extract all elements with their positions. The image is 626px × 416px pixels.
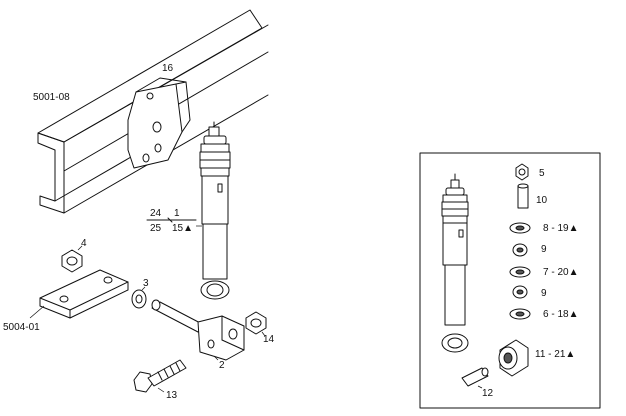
label-bolt: 13 [166,390,178,401]
label-nut-right: 14 [263,334,275,345]
washer [131,286,147,309]
nut-right [245,311,267,337]
inset-bush-b [512,285,528,299]
spring-plate [29,269,129,319]
inset-washer-c [509,308,531,320]
lower-stud-bracket [151,299,245,361]
label-inset-washer-a: 8 - 19▲ [543,223,578,234]
label-inset-washer-b: 7 - 20▲ [543,267,578,278]
nut-left [61,245,83,273]
inset-box [419,152,601,409]
fraction-bottom-left: 25 [150,223,162,234]
inset-nut [515,163,529,181]
label-nut-left: 4 [81,238,87,249]
label-inset-sleeve: 12 [482,388,494,399]
label-inset-spacer: 10 [536,195,548,206]
label-inset-nut: 5 [539,168,545,179]
inset-shock-absorber [441,173,469,353]
inset-sleeve [461,367,489,389]
label-inset-washer-c: 6 - 18▲ [543,309,578,320]
fraction-top-right: 1 [174,208,180,219]
label-inset-bush-large: 11 - 21▲ [535,349,575,360]
inset-bush-a [512,243,528,257]
inset-washer-a [509,222,531,234]
fraction-top-left: 24 [150,208,162,219]
label-washer: 3 [143,278,149,289]
shock-absorber [199,121,231,300]
hex-bolt [133,359,187,393]
label-frame: 5001-08 [33,92,70,103]
inset-washer-b [509,266,531,278]
label-plate: 5004-01 [3,322,40,333]
ratio-callout: 24 1 25 15▲ [146,208,202,234]
inset-spacer [517,183,529,209]
inset-bush-large [498,339,529,377]
fraction-bottom-right: 15▲ [172,223,193,234]
label-inset-bush-a: 9 [541,244,547,255]
label-inset-bush-b: 9 [541,288,547,299]
upper-mount-bracket [127,77,191,169]
label-lower-bracket: 2 [219,360,225,371]
label-upper-bracket: 16 [162,63,174,74]
